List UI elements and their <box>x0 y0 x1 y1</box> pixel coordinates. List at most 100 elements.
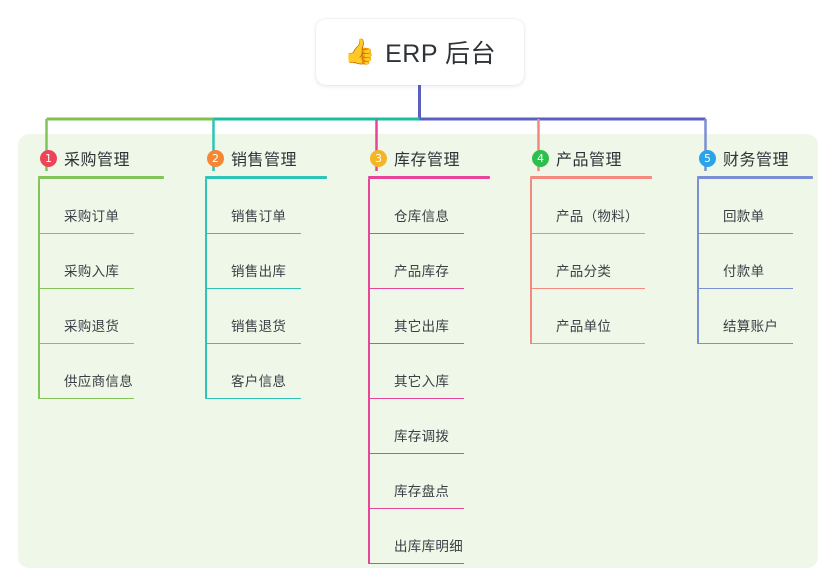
leaf-item-label: 出库库明细 <box>394 539 463 554</box>
column-items: 销售订单销售出库销售退货客户信息 <box>205 179 327 399</box>
leaf-item-label: 回款单 <box>723 209 765 224</box>
leaf-item-label: 库存盘点 <box>394 484 450 499</box>
leaf-item[interactable]: 仓库信息 <box>368 179 490 234</box>
column-items: 采购订单采购入库采购退货供应商信息 <box>38 179 164 399</box>
leaf-item[interactable]: 其它入库 <box>368 344 490 399</box>
column-badge-icon: 5 <box>699 149 716 167</box>
leaf-item-label: 其它入库 <box>394 374 450 389</box>
branch-spine <box>697 179 699 344</box>
leaf-item[interactable]: 采购入库 <box>38 234 164 289</box>
leaf-item[interactable]: 库存调拨 <box>368 399 490 454</box>
thumbs-up-icon: 👍 <box>343 37 376 66</box>
leaf-item-underline <box>38 287 134 289</box>
column-items: 仓库信息产品库存其它出库其它入库库存调拨库存盘点出库库明细 <box>368 179 490 564</box>
leaf-item[interactable]: 回款单 <box>697 179 813 234</box>
column-title: 财务管理 <box>723 152 790 169</box>
leaf-item-underline <box>205 342 301 344</box>
column-underline <box>205 176 327 179</box>
leaf-item-label: 采购订单 <box>64 209 120 224</box>
column-underline <box>368 176 490 179</box>
leaf-item[interactable]: 销售出库 <box>205 234 327 289</box>
leaf-item-label: 采购退货 <box>64 319 120 334</box>
leaf-item[interactable]: 产品单位 <box>530 289 652 344</box>
leaf-item-label: 客户信息 <box>231 374 287 389</box>
column-5: 5 财务管理回款单付款单结算账户 <box>697 146 813 344</box>
leaf-item-underline <box>530 342 645 344</box>
branch-spine <box>205 179 207 399</box>
column-header-3[interactable]: 3 库存管理 <box>368 146 490 170</box>
column-3: 3 库存管理仓库信息产品库存其它出库其它入库库存调拨库存盘点出库库明细 <box>368 146 490 564</box>
leaf-item[interactable]: 库存盘点 <box>368 454 490 509</box>
leaf-item[interactable]: 采购订单 <box>38 179 164 234</box>
leaf-item-underline <box>38 342 134 344</box>
leaf-item-underline <box>205 397 301 399</box>
leaf-item-label: 销售退货 <box>231 319 287 334</box>
column-header-2[interactable]: 2 销售管理 <box>205 146 327 170</box>
leaf-item-underline <box>368 562 464 564</box>
leaf-item-label: 产品分类 <box>556 264 612 279</box>
leaf-item[interactable]: 结算账户 <box>697 289 813 344</box>
root-node-card[interactable]: 👍 ERP 后台 <box>316 19 524 85</box>
column-title: 销售管理 <box>231 152 298 169</box>
leaf-item-label: 产品库存 <box>394 264 450 279</box>
diagram-panel <box>18 134 818 568</box>
column-header-1[interactable]: 1 采购管理 <box>38 146 164 170</box>
branch-spine <box>38 179 40 399</box>
column-badge-icon: 1 <box>40 149 57 167</box>
leaf-item-label: 供应商信息 <box>64 374 133 389</box>
leaf-item-label: 付款单 <box>723 264 765 279</box>
leaf-item-label: 产品单位 <box>556 319 612 334</box>
column-underline <box>38 176 164 179</box>
column-badge-icon: 2 <box>207 149 224 167</box>
leaf-item[interactable]: 供应商信息 <box>38 344 164 399</box>
leaf-item-underline <box>368 452 464 454</box>
leaf-item[interactable]: 销售退货 <box>205 289 327 344</box>
leaf-item[interactable]: 产品库存 <box>368 234 490 289</box>
branch-spine <box>368 179 370 564</box>
leaf-item[interactable]: 客户信息 <box>205 344 327 399</box>
leaf-item-underline <box>697 287 793 289</box>
leaf-item[interactable]: 出库库明细 <box>368 509 490 564</box>
leaf-item-label: 销售出库 <box>231 264 287 279</box>
leaf-item[interactable]: 销售订单 <box>205 179 327 234</box>
leaf-item-underline <box>205 232 301 234</box>
leaf-item-underline <box>368 342 464 344</box>
leaf-item[interactable]: 采购退货 <box>38 289 164 344</box>
leaf-item-underline <box>530 287 645 289</box>
leaf-item-underline <box>697 232 793 234</box>
leaf-item-label: 结算账户 <box>723 319 779 334</box>
leaf-item-underline <box>205 287 301 289</box>
column-underline <box>697 176 813 179</box>
leaf-item-underline <box>530 232 645 234</box>
column-1: 1 采购管理采购订单采购入库采购退货供应商信息 <box>38 146 164 399</box>
leaf-item[interactable]: 其它出库 <box>368 289 490 344</box>
leaf-item[interactable]: 产品（物料） <box>530 179 652 234</box>
leaf-item-underline <box>697 342 793 344</box>
leaf-item-underline <box>38 232 134 234</box>
column-title: 库存管理 <box>394 152 461 169</box>
column-title: 产品管理 <box>556 152 623 169</box>
column-badge-icon: 3 <box>370 149 387 167</box>
leaf-item[interactable]: 产品分类 <box>530 234 652 289</box>
leaf-item-label: 库存调拨 <box>394 429 450 444</box>
column-header-5[interactable]: 5 财务管理 <box>697 146 813 170</box>
leaf-item-label: 采购入库 <box>64 264 120 279</box>
leaf-item-label: 其它出库 <box>394 319 450 334</box>
column-underline <box>530 176 652 179</box>
leaf-item-underline <box>368 507 464 509</box>
column-items: 回款单付款单结算账户 <box>697 179 813 344</box>
leaf-item-label: 销售订单 <box>231 209 287 224</box>
column-items: 产品（物料） 产品分类产品单位 <box>530 179 652 344</box>
leaf-item-underline <box>368 287 464 289</box>
leaf-item-underline <box>368 397 464 399</box>
root-node-title: ERP 后台 <box>385 40 497 68</box>
column-2: 2 销售管理销售订单销售出库销售退货客户信息 <box>205 146 327 399</box>
leaf-item[interactable]: 付款单 <box>697 234 813 289</box>
leaf-item-underline <box>368 232 464 234</box>
leaf-item-underline <box>38 397 134 399</box>
column-title: 采购管理 <box>64 152 131 169</box>
leaf-item-label: 产品（物料） <box>556 209 639 224</box>
leaf-item-label: 仓库信息 <box>394 209 450 224</box>
